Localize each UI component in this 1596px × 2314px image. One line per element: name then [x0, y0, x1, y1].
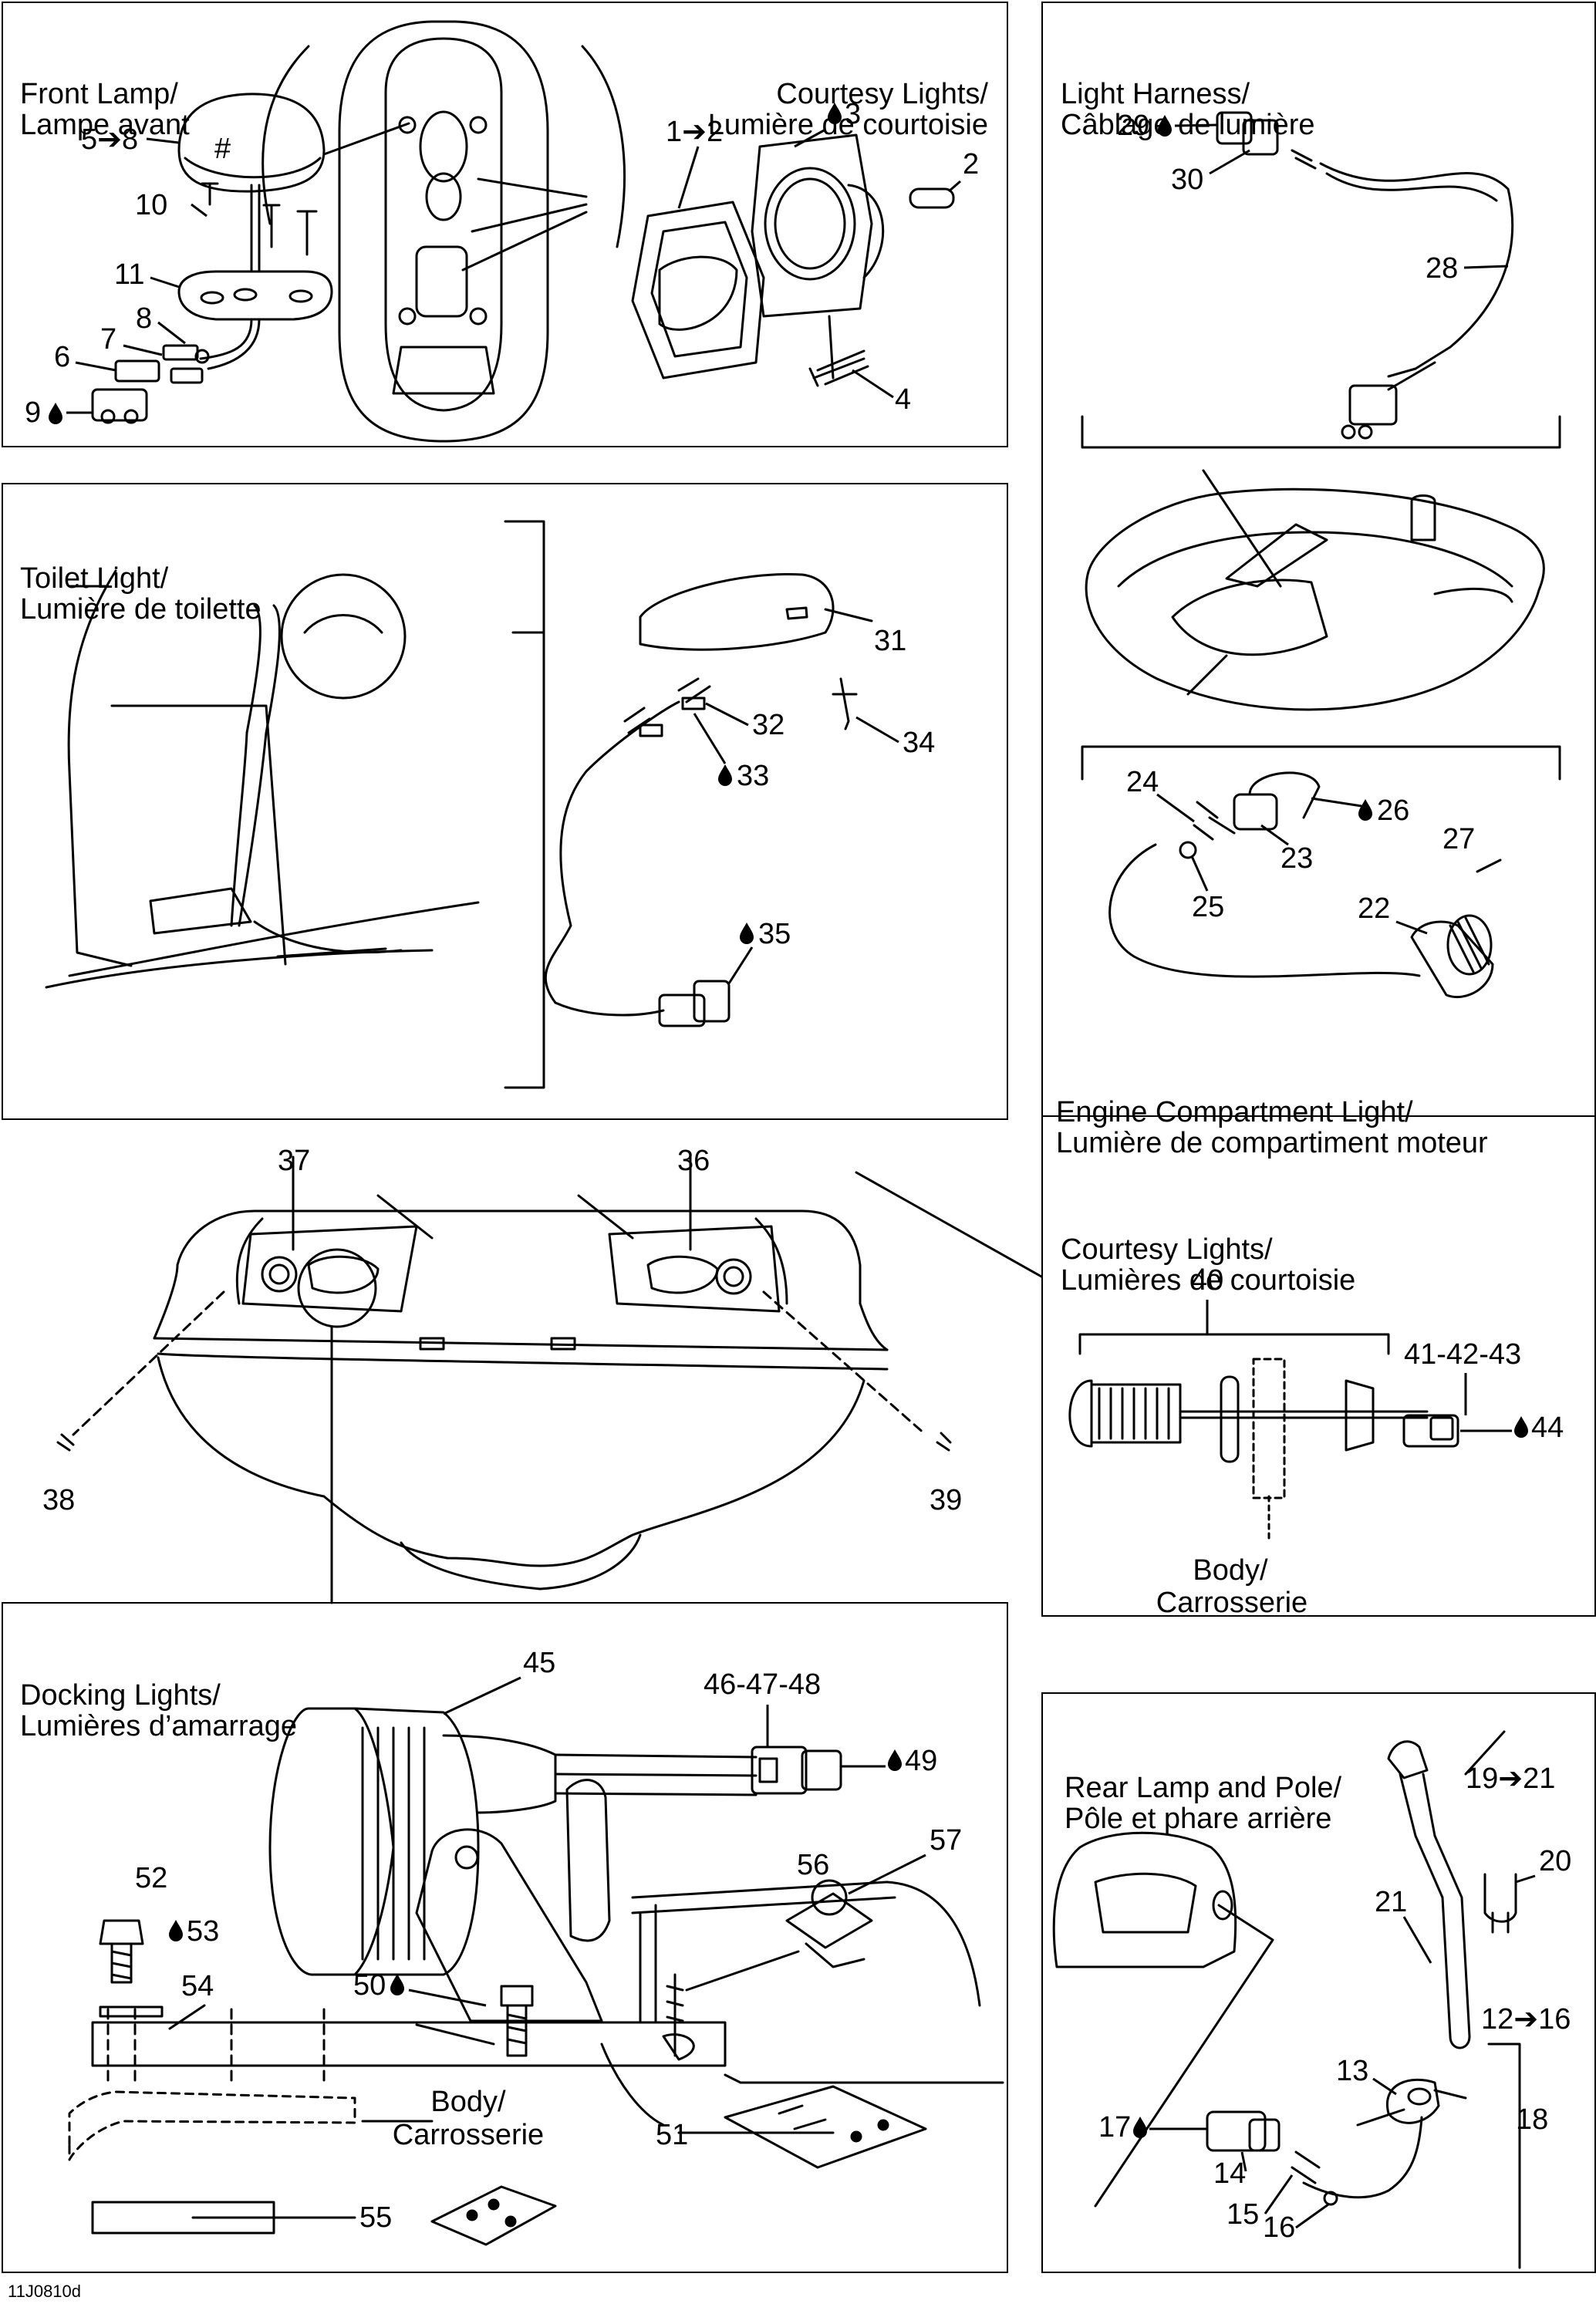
toilet-light-title: Toilet Light/Lumière de toilette [20, 562, 262, 626]
sealant-drop-icon [828, 103, 842, 124]
callout-labels: 5➔8 10 11 8 7 6 9 1➔2 3 2 4 29 30 28 31 [25, 98, 1571, 2244]
callout-34: 34 [903, 727, 935, 759]
callout-55: 55 [359, 2201, 392, 2234]
callout-32: 32 [752, 709, 785, 741]
callout-29: 29 [1117, 110, 1149, 142]
callout-46-47-48: 46-47-48 [704, 1668, 821, 1701]
callout-36: 36 [677, 1145, 710, 1177]
callout-51: 51 [656, 2119, 688, 2151]
hull-top-view [262, 20, 626, 443]
callout-45: 45 [523, 1647, 555, 1679]
sealant-drop-icon [49, 403, 62, 424]
sealant-drop-icon [169, 1920, 183, 1941]
sealant-drop-icon [1158, 115, 1172, 137]
sealant-drop-icon [1514, 1416, 1528, 1438]
body-label: Body/ [430, 2086, 506, 2118]
callout-56: 56 [797, 1849, 829, 1881]
callout-40: 40 [1191, 1264, 1223, 1297]
callout-22: 22 [1358, 892, 1390, 925]
courtesy-lights-right-title: Courtesy Lights/Lumières de courtoisie [1061, 1233, 1356, 1297]
callout-54: 54 [181, 1970, 214, 2002]
carrosserie-label: Carrosserie [1156, 1587, 1308, 1619]
callout-21: 21 [1375, 1886, 1407, 1918]
rear-lamp-parts [1052, 1730, 1521, 2269]
sealant-drop-icon [888, 1749, 902, 1771]
light-harness-parts [1081, 111, 1561, 999]
document-code: 11J0810d [8, 2282, 82, 2301]
callout-1-2: 1➔2 [666, 116, 723, 148]
rear-lamp-panel [1041, 1692, 1596, 2273]
callout-7: 7 [100, 323, 116, 356]
callout-15: 15 [1227, 2198, 1259, 2231]
svg-text:#: # [214, 133, 231, 165]
courtesy-light-right-parts [1068, 1333, 1459, 1540]
callout-20: 20 [1539, 1845, 1571, 1877]
sealant-drop-icon [390, 1974, 404, 1995]
callout-10: 10 [135, 189, 167, 221]
callout-35: 35 [758, 918, 791, 950]
sealant-drop-icon [718, 764, 732, 786]
callout-31: 31 [874, 625, 906, 657]
docking-light-parts [68, 1707, 1004, 2246]
front-lamp-title: Front Lamp/Lampe avant [20, 78, 190, 141]
callout-4: 4 [895, 383, 911, 416]
carrosserie-label: Carrosserie [393, 2119, 544, 2151]
callout-49: 49 [905, 1745, 937, 1777]
engine-compartment-light-title: Engine Compartment Light/Lumière de comp… [1056, 1096, 1488, 1159]
front-lamp-assembly: # [91, 93, 333, 424]
callout-27: 27 [1442, 823, 1475, 855]
sealant-drop-icon [1133, 2117, 1147, 2138]
callout-41-42-43: 41-42-43 [1404, 1338, 1521, 1371]
callout-37: 37 [278, 1145, 310, 1177]
callout-8: 8 [136, 302, 152, 335]
rear-lamp-title: Rear Lamp and Pole/Pôle et phare arrière [1065, 1772, 1342, 1835]
callout-5-8: 5➔8 [81, 123, 138, 156]
courtesy-lights-right-panel [1041, 1115, 1596, 1617]
callout-28: 28 [1426, 252, 1458, 285]
callout-53: 53 [187, 1915, 219, 1948]
docking-lights-title: Docking Lights/Lumières d’amarrage [20, 1679, 298, 1742]
light-harness-panel [1041, 2, 1596, 1120]
callout-14: 14 [1213, 2157, 1246, 2190]
toilet-light-panel [2, 483, 1008, 1120]
callout-26: 26 [1377, 794, 1409, 827]
toilet-light-parts [45, 520, 873, 1089]
callout-39: 39 [930, 1484, 962, 1516]
boat-stern-view [56, 1155, 1043, 1604]
callout-50: 50 [353, 1969, 386, 2002]
callout-18: 18 [1516, 2103, 1548, 2136]
callout-2: 2 [963, 148, 979, 180]
body-label: Body/ [1193, 1554, 1268, 1587]
sealant-drop-icon [1358, 799, 1372, 821]
callout-33: 33 [737, 760, 769, 792]
callout-11: 11 [114, 258, 144, 291]
callout-3: 3 [845, 98, 861, 130]
callout-25: 25 [1192, 891, 1224, 923]
callout-30: 30 [1171, 164, 1203, 196]
callout-57: 57 [930, 1824, 962, 1857]
callout-52: 52 [135, 1862, 167, 1894]
callout-17: 17 [1098, 2111, 1131, 2144]
callout-6: 6 [54, 341, 70, 373]
light-harness-title: Light Harness/Câblage de lumière [1061, 78, 1315, 141]
callout-24: 24 [1126, 766, 1159, 798]
sealant-drop-icon [740, 923, 754, 944]
callout-19-21: 19➔21 [1466, 1762, 1555, 1795]
callout-44: 44 [1531, 1412, 1564, 1444]
callout-9: 9 [25, 396, 41, 429]
callout-16: 16 [1263, 2211, 1295, 2244]
courtesy-light-top-parts [631, 133, 955, 387]
callout-13: 13 [1336, 2055, 1368, 2087]
callout-38: 38 [42, 1484, 75, 1516]
courtesy-lights-top-title: Courtesy Lights/Lumière de courtoisie [707, 78, 988, 141]
callout-12-16: 12➔16 [1481, 2003, 1571, 2036]
callout-23: 23 [1281, 842, 1313, 875]
